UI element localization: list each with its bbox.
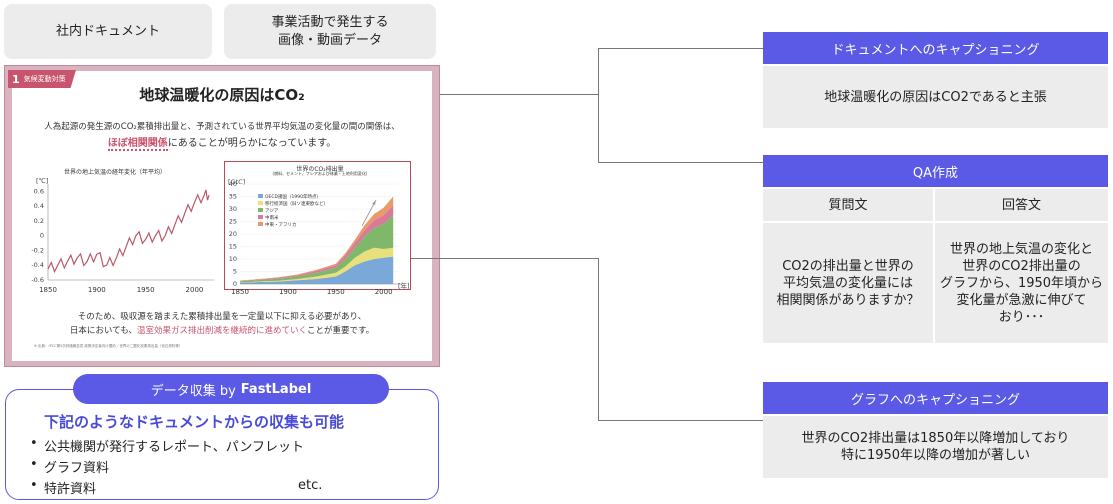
connector-doc-h1 bbox=[440, 94, 598, 95]
co2-ytick: 20 bbox=[229, 230, 237, 238]
co2-xtick: 2000 bbox=[375, 288, 393, 296]
co2-ytick: 5 bbox=[233, 268, 237, 276]
co2-legend-swatch bbox=[258, 201, 263, 205]
co2-trend-arrowhead bbox=[372, 200, 376, 205]
document-footnote: ※ 出典：IPCC第5次評価報告書 政策決定者向け要約／世界の二酸化炭素排出量（… bbox=[34, 344, 183, 348]
fastlabel-item-reports: 公共機関が発行するレポート、パンフレット bbox=[30, 436, 304, 455]
co2-legend-swatch bbox=[258, 215, 263, 219]
temp-chart-title: 世界の地上気温の経年変化（年平均） bbox=[63, 169, 166, 176]
co2-ytick: 35 bbox=[229, 193, 237, 201]
fastlabel-item-patents: 特許資料 bbox=[30, 478, 96, 497]
co2-chart-title: 世界のCO₂排出量 bbox=[296, 166, 344, 173]
connector-doc-top bbox=[598, 48, 763, 49]
co2-chart-ylabel: [GtC] bbox=[228, 178, 245, 186]
co2-chart: [GtC] 40 35 30 25 20 15 10 5 0 OECD諸国（1990年時点）移行… bbox=[228, 178, 410, 296]
temp-ytick: -0.2 bbox=[31, 246, 44, 254]
document-intro-line1: 人為起源の発生源のCO₂累積排出量と、予測されている世界平均気温の変化量の間の関… bbox=[44, 122, 400, 132]
temp-xtick: 1900 bbox=[88, 286, 106, 294]
document-outro-pre: 日本においても、 bbox=[69, 326, 137, 336]
fastlabel-brand: FastLabel bbox=[240, 381, 312, 397]
document-outro-post: ことが重要です。 bbox=[306, 326, 375, 336]
co2-ytick: 0 bbox=[233, 280, 237, 288]
co2-ytick: 10 bbox=[229, 255, 237, 263]
co2-legend-swatch bbox=[258, 208, 263, 212]
qa-answer-header: 回答文 bbox=[935, 189, 1108, 221]
temp-chart-ylabel: [℃] bbox=[36, 177, 48, 185]
graph-caption-header: グラフへのキャプショニング bbox=[763, 382, 1108, 414]
co2-area-series-2 bbox=[240, 215, 394, 283]
temp-ytick: 0 bbox=[40, 232, 44, 240]
co2-xtick: 1900 bbox=[279, 288, 297, 296]
fastlabel-pill-text: データ収集 by bbox=[150, 383, 236, 399]
document-outro-highlight: 温室効果ガス排出削減を継続的に進めていく bbox=[136, 326, 307, 336]
co2-xtick: 1850 bbox=[231, 288, 249, 296]
document-outro-line1: そのため、吸収源を踏まえた累積排出量を一定量以下に抑える必要があり、 bbox=[77, 312, 367, 322]
co2-legend-label: アジア bbox=[265, 208, 279, 214]
qa-question-header: 質問文 bbox=[763, 189, 933, 221]
temp-ytick: 0.2 bbox=[34, 217, 44, 225]
co2-ytick: 25 bbox=[229, 218, 237, 226]
temp-ytick: -0.4 bbox=[31, 261, 44, 269]
temp-xtick: 1950 bbox=[137, 286, 155, 294]
temp-xtick: 2000 bbox=[186, 286, 204, 294]
fastlabel-item-graphs: グラフ資料 bbox=[30, 457, 109, 476]
co2-legend-swatch bbox=[258, 194, 263, 198]
doc-caption-body: 地球温暖化の原因はCO2であると主張 bbox=[763, 66, 1108, 128]
connector-doc-v bbox=[598, 48, 599, 162]
co2-legend-label: 移行経済国（旧ソ連東欧など） bbox=[265, 200, 328, 207]
connector-graph-h1 bbox=[411, 258, 598, 259]
document-intro-highlight: ほぼ相関関係 bbox=[107, 138, 168, 151]
doc-caption-header: ドキュメントへのキャプショニング bbox=[763, 32, 1108, 64]
co2-xtick: 1950 bbox=[327, 288, 345, 296]
co2-ytick: 40 bbox=[229, 180, 237, 188]
co2-legend-label: 中東・アフリカ bbox=[265, 221, 297, 228]
co2-xunit: [年] bbox=[398, 281, 410, 290]
qa-question: CO2の排出量と世界の 平均気温の変化量には 相関関係がありますか？ bbox=[763, 223, 933, 343]
temp-ytick: -0.6 bbox=[31, 276, 44, 284]
co2-ytick: 15 bbox=[229, 243, 237, 251]
co2-ytick: 30 bbox=[229, 205, 237, 213]
document-intro-rest: にあることが明らかになっています。 bbox=[167, 138, 337, 149]
connector-graph-h2 bbox=[598, 420, 763, 421]
fastlabel-etc: etc. bbox=[298, 478, 323, 493]
temp-xtick: 1850 bbox=[39, 286, 57, 294]
tab-business-media: 事業活動で発生する 画像・動画データ bbox=[224, 4, 436, 59]
document-tag-text: 気候変動対策 bbox=[23, 75, 66, 83]
tab-internal-docs: 社内ドキュメント bbox=[4, 4, 212, 59]
graph-caption-body: 世界のCO2排出量は1850年以降増加しており 特に1950年以降の増加が著しい bbox=[763, 416, 1108, 478]
co2-area-series-0 bbox=[240, 256, 394, 284]
temp-ytick: 0.6 bbox=[34, 187, 44, 195]
fastlabel-heading: 下記のようなドキュメントからの収集も可能 bbox=[44, 413, 345, 431]
temp-ytick: 0.4 bbox=[34, 202, 44, 210]
co2-legend-label: OECD諸国（1990年時点） bbox=[265, 193, 321, 200]
document-intro-line2: ほぼ相関関係にあることが明らかになっています。 bbox=[12, 134, 432, 151]
document-title: 地球温暖化の原因はCO₂ bbox=[139, 86, 305, 104]
temp-series-line bbox=[47, 189, 210, 274]
connector-graph-v bbox=[598, 258, 599, 420]
qa-answer: 世界の地上気温の変化と 世界のCO2排出量の グラフから、1950年頃から 変化… bbox=[935, 223, 1108, 343]
co2-legend-label: 中南米 bbox=[265, 214, 279, 221]
co2-area-series-1 bbox=[240, 247, 394, 283]
document-outro-line2: 日本においても、温室効果ガス排出削減を継続的に進めていくことが重要です。 bbox=[12, 324, 432, 336]
co2-legend-swatch bbox=[258, 222, 263, 226]
co2-chart-subtitle: (燃料、セメント、フレアおよび林業・土地利用変化) bbox=[272, 171, 368, 176]
document-tag-number: 1 bbox=[12, 72, 20, 86]
qa-header: QA作成 bbox=[763, 155, 1108, 187]
temp-chart: [℃] 0.6 0.4 0.2 0 -0.2 -0.4 -0.6 1850 1900 1950 2… bbox=[31, 177, 214, 294]
connector-doc-qa bbox=[598, 162, 763, 163]
